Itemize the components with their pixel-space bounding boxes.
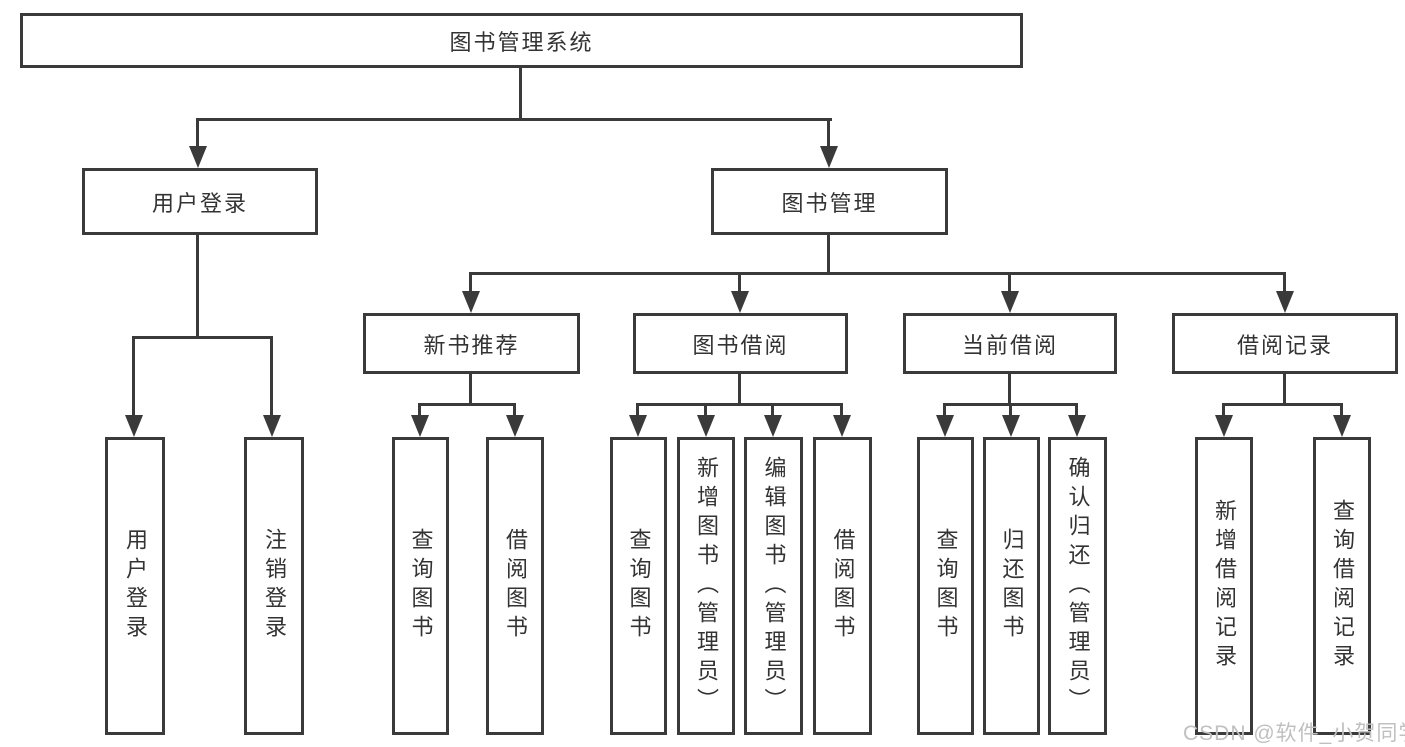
connector-line xyxy=(704,403,707,418)
leaf-label: 查询图书 xyxy=(408,528,434,644)
arrow-down-icon xyxy=(189,146,207,168)
arrow-down-icon xyxy=(411,415,429,437)
connector-line xyxy=(196,235,199,339)
arrow-down-icon xyxy=(1333,415,1351,437)
node-label: 新书推荐 xyxy=(423,332,520,358)
leaf-label: 确认归还（管理员） xyxy=(1065,455,1091,717)
arrow-down-icon xyxy=(833,415,851,437)
connector-line xyxy=(270,336,273,418)
leaf-borrow-book-under-borrow: 借阅图书 xyxy=(813,437,872,735)
node-current-borrow: 当前借阅 xyxy=(903,313,1117,374)
connector-line xyxy=(636,403,843,406)
arrow-down-icon xyxy=(629,415,647,437)
leaf-label: 编辑图书（管理员） xyxy=(761,455,787,717)
node-root-library-system: 图书管理系统 xyxy=(20,13,1023,68)
leaf-confirm-return-admin: 确认归还（管理员） xyxy=(1048,437,1107,735)
leaf-label: 借阅图书 xyxy=(503,528,528,644)
connector-line xyxy=(196,118,199,150)
arrow-down-icon xyxy=(263,415,281,437)
leaf-label: 查询图书 xyxy=(626,528,652,644)
connector-line xyxy=(1008,272,1011,294)
arrow-down-icon xyxy=(1002,415,1020,437)
leaf-user-login: 用户登录 xyxy=(105,437,165,735)
arrow-down-icon xyxy=(1215,415,1233,437)
leaf-search-book-under-borrow: 查询图书 xyxy=(610,437,667,735)
connector-line xyxy=(840,403,843,418)
node-label: 用户登录 xyxy=(151,190,248,216)
node-label: 图书借阅 xyxy=(692,332,789,358)
connector-line xyxy=(943,403,946,418)
connector-line xyxy=(132,336,273,339)
leaf-label: 新增借阅记录 xyxy=(1212,499,1237,673)
leaf-search-book-under-current: 查询图书 xyxy=(917,437,974,735)
arrow-down-icon xyxy=(1001,291,1019,313)
connector-line xyxy=(738,374,741,406)
node-label: 图书管理 xyxy=(781,190,878,216)
leaf-label: 用户登录 xyxy=(123,528,148,644)
connector-line xyxy=(1009,403,1012,418)
node-label: 图书管理系统 xyxy=(449,29,594,55)
connector-line xyxy=(1222,403,1343,406)
leaf-search-borrow-record: 查询借阅记录 xyxy=(1313,437,1371,735)
arrow-down-icon xyxy=(697,415,715,437)
connector-line xyxy=(827,118,830,150)
arrow-down-icon xyxy=(462,291,480,313)
leaf-label: 新增图书（管理员） xyxy=(694,455,719,717)
leaf-return-book: 归还图书 xyxy=(983,437,1040,735)
connector-line xyxy=(469,272,1286,275)
connector-line xyxy=(418,403,516,406)
connector-line xyxy=(636,403,639,418)
connector-line xyxy=(738,272,741,294)
leaf-add-book-admin: 新增图书（管理员） xyxy=(677,437,735,735)
leaf-logout: 注销登录 xyxy=(244,437,304,735)
arrow-down-icon xyxy=(764,415,782,437)
connector-line xyxy=(1283,272,1286,294)
connector-line xyxy=(771,403,774,418)
node-book-borrow: 图书借阅 xyxy=(633,313,848,374)
node-borrow-record: 借阅记录 xyxy=(1172,313,1398,374)
arrow-down-icon xyxy=(1068,415,1086,437)
leaf-add-borrow-record: 新增借阅记录 xyxy=(1195,437,1253,735)
connector-line xyxy=(827,235,830,275)
connector-line xyxy=(469,272,472,294)
connector-line xyxy=(513,403,516,418)
connector-line xyxy=(132,336,135,418)
csdn-watermark: CSDN @软件_小贺同学 xyxy=(1183,722,1405,745)
node-book-management: 图书管理 xyxy=(711,168,948,235)
leaf-label: 查询图书 xyxy=(933,528,959,644)
leaf-search-book-under-recommend: 查询图书 xyxy=(392,437,449,735)
connector-line xyxy=(1075,403,1078,418)
leaf-borrow-book-under-recommend: 借阅图书 xyxy=(486,437,544,735)
arrow-down-icon xyxy=(731,291,749,313)
node-label: 当前借阅 xyxy=(961,332,1058,358)
leaf-label: 注销登录 xyxy=(262,528,287,644)
connector-line xyxy=(1340,403,1343,418)
connector-line xyxy=(418,403,421,418)
connector-line xyxy=(196,118,832,121)
node-user-login: 用户登录 xyxy=(82,168,318,235)
connector-line xyxy=(1283,374,1286,406)
arrow-down-icon xyxy=(1276,291,1294,313)
arrow-down-icon xyxy=(820,146,838,168)
connector-line xyxy=(1222,403,1225,418)
node-new-book-recommend: 新书推荐 xyxy=(363,313,580,374)
arrow-down-icon xyxy=(506,415,524,437)
leaf-label: 借阅图书 xyxy=(830,528,856,644)
leaf-edit-book-admin: 编辑图书（管理员） xyxy=(744,437,803,735)
connector-line xyxy=(469,374,472,406)
node-label: 借阅记录 xyxy=(1236,332,1333,358)
arrow-down-icon xyxy=(125,415,143,437)
connector-line xyxy=(1008,374,1011,406)
leaf-label: 归还图书 xyxy=(999,528,1025,644)
leaf-label: 查询借阅记录 xyxy=(1330,499,1355,673)
connector-line xyxy=(519,68,522,118)
arrow-down-icon xyxy=(936,415,954,437)
